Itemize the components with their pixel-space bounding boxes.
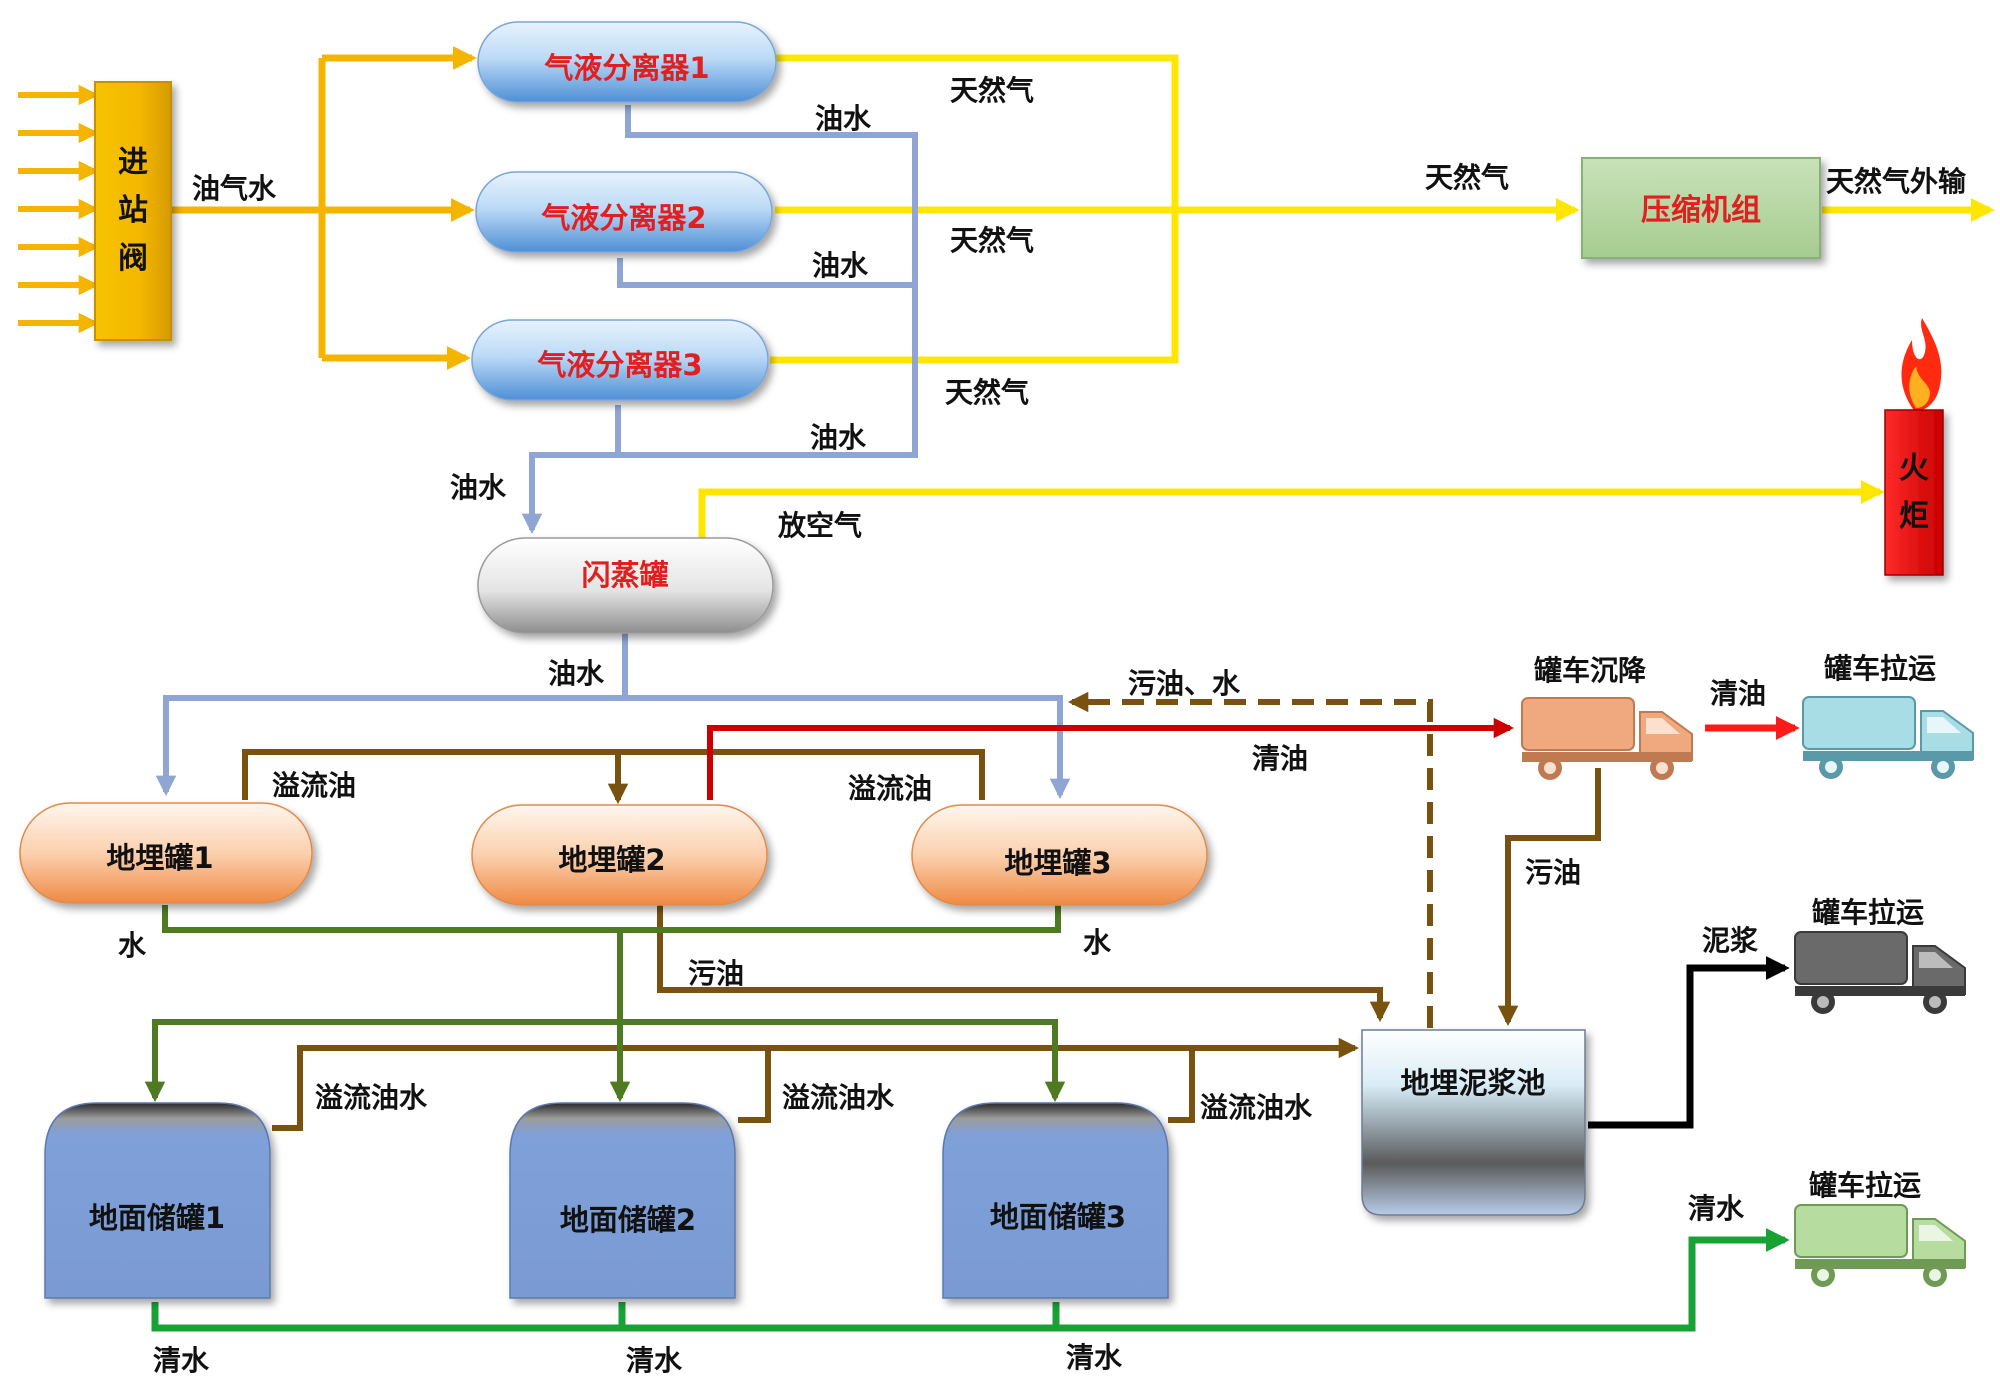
- separator-1: [477, 21, 777, 103]
- mud-truck-label: 罐车拉运: [1812, 896, 1924, 929]
- flow-label-flash-in: 油水: [450, 471, 507, 504]
- flow-label-water-3: 水: [1083, 926, 1112, 959]
- clean-oil-flow-lines: [707, 717, 1515, 800]
- flow-label-clean-oil-truck: 清油: [1710, 677, 1766, 710]
- flow-label-dirty-oil-settling: 污油: [1525, 856, 1581, 889]
- buried-tank-3: [911, 804, 1208, 906]
- compressor-label: 压缩机组: [1641, 193, 1761, 228]
- flow-label-overflow-oil-water-1: 溢流油水: [315, 1081, 428, 1114]
- flow-label-mud: 泥浆: [1702, 924, 1759, 957]
- water-truck-label: 罐车拉运: [1809, 1169, 1921, 1202]
- buried-tank-2: [471, 804, 768, 906]
- flow-label-sep3-oil-water: 油水: [810, 421, 867, 454]
- oil-truck-label: 罐车拉运: [1824, 652, 1936, 685]
- flash-tank: [477, 537, 774, 634]
- surface-tank-2-label: 地面储罐2: [560, 1203, 696, 1237]
- svg-text:火炬: 火炬: [1899, 451, 1929, 534]
- buried-tank-1: [19, 802, 313, 904]
- separator-2: [475, 171, 773, 253]
- flow-label-gas-2: 天然气: [950, 224, 1034, 257]
- flash-tank-label: 闪蒸罐: [581, 558, 668, 592]
- flow-label-vent-gas: 放空气: [777, 509, 862, 542]
- mud-flow-line: [1588, 956, 1790, 1129]
- flow-label-clean-water-3: 清水: [1066, 1341, 1123, 1374]
- flow-label-sep1-oil-water: 油水: [815, 102, 872, 135]
- separator-3-label: 气液分离器3: [536, 348, 702, 382]
- flow-label-gas-main: 天然气: [1425, 161, 1509, 194]
- vertical-char: 站: [118, 193, 148, 228]
- separator-3: [471, 319, 769, 401]
- inlet-arrows: [18, 84, 100, 334]
- buried-tank-3-label: 地埋罐3: [1004, 846, 1111, 880]
- overflow-flow-lines: [242, 749, 1601, 1131]
- separator-1-label: 气液分离器1: [543, 51, 709, 85]
- flare-stack: 火炬: [1884, 318, 1944, 576]
- flow-label-sep2-oil-water: 油水: [812, 249, 869, 282]
- dirty-return-line: [1067, 691, 1433, 1028]
- flow-label-flash-out: 油水: [548, 657, 605, 690]
- flow-label-dirty-oil-tank2: 污油: [688, 957, 744, 990]
- flow-label-water-1: 水: [118, 929, 147, 962]
- svg-text:进站阀: 进站阀: [118, 145, 148, 276]
- vertical-char: 火: [1899, 451, 1929, 486]
- oil-truck-icon: [1802, 696, 1974, 779]
- flow-labels: 油气水 天然气 天然气 天然气 天然气 天然气外输 油水 油水 油水 油水 放空…: [118, 74, 1967, 1377]
- surface-tank-1: [44, 1102, 271, 1299]
- vertical-char: 炬: [1899, 499, 1929, 534]
- vertical-char: 阀: [118, 241, 148, 276]
- settling-truck-label: 罐车沉降: [1534, 654, 1647, 687]
- oil-water-flow-lines: [155, 105, 1071, 800]
- flow-label-overflow-oil-1: 溢流油: [272, 769, 356, 802]
- flow-label-clean-oil-settling: 清油: [1252, 742, 1308, 775]
- vertical-char: 进: [118, 145, 148, 180]
- settling-truck-icon: [1521, 697, 1693, 780]
- separator-2-label: 气液分离器2: [540, 201, 706, 235]
- mixed-flow-lines: [172, 46, 477, 370]
- water-flow-lines: [144, 905, 1066, 1103]
- clean-water-flow-lines: [151, 1228, 1790, 1332]
- mud-truck-icon: [1794, 931, 1966, 1014]
- surface-tank-2: [509, 1102, 736, 1299]
- flow-label-overflow-oil-water-3: 溢流油水: [1200, 1091, 1313, 1124]
- flow-label-gas-3: 天然气: [945, 376, 1029, 409]
- flow-label-dirty-oil-water-return: 污油、水: [1128, 667, 1241, 700]
- surface-tank-1-label: 地面储罐1: [89, 1201, 225, 1235]
- surface-tank-3-label: 地面储罐3: [990, 1200, 1126, 1234]
- flow-label-overflow-oil-2: 溢流油: [848, 772, 932, 805]
- flow-label-inlet: 油气水: [192, 172, 277, 205]
- flow-label-gas-export: 天然气外输: [1826, 165, 1967, 198]
- flow-label-gas-1: 天然气: [950, 74, 1034, 107]
- buried-tank-2-label: 地埋罐2: [558, 843, 665, 877]
- mud-pool-label: 地埋泥浆池: [1400, 1066, 1545, 1100]
- flow-label-clean-water-2: 清水: [626, 1344, 683, 1377]
- inlet-valve: 进站阀: [94, 81, 172, 341]
- compressor-unit: [1581, 157, 1821, 259]
- flow-label-clean-water-1: 清水: [153, 1344, 210, 1377]
- flow-label-overflow-oil-water-2: 溢流油水: [782, 1081, 895, 1114]
- water-truck-icon: [1794, 1204, 1966, 1287]
- buried-tank-1-label: 地埋罐1: [106, 841, 213, 875]
- surface-tank-3: [942, 1102, 1169, 1299]
- mud-pool: [1361, 1029, 1586, 1216]
- flow-label-clean-water-out: 清水: [1688, 1192, 1745, 1225]
- gas-flow-lines: [698, 54, 1995, 540]
